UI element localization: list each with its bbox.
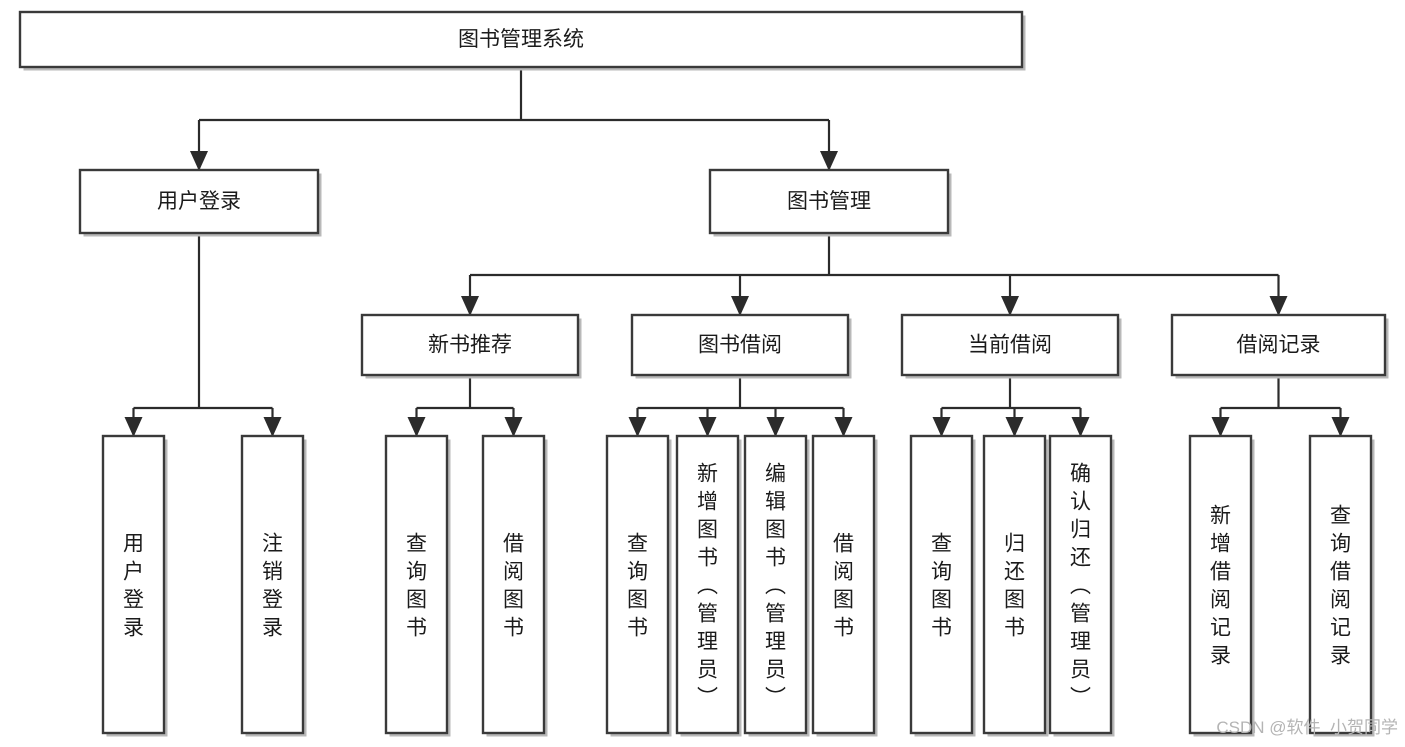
node-label: 新增借阅记录 (1210, 505, 1231, 668)
node-submodule-图书借阅[interactable]: 图书借阅 (630, 313, 852, 379)
node-rect[interactable] (982, 434, 1047, 735)
node-rect[interactable] (384, 434, 449, 735)
node-function-新增借阅记录[interactable]: 新增借阅记录 (1188, 434, 1255, 737)
node-rect[interactable] (811, 434, 876, 735)
arrow-head-查询图书 (407, 417, 426, 437)
arrow-head-新增借阅记录 (1211, 417, 1230, 437)
node-rect[interactable] (909, 434, 974, 735)
node-rect[interactable] (900, 313, 1120, 377)
node-rect[interactable] (1188, 434, 1253, 735)
arrow-head-新书推荐 (461, 296, 479, 316)
node-submodule-当前借阅[interactable]: 当前借阅 (900, 313, 1122, 379)
arrow-head-查询图书 (932, 417, 951, 437)
node-label: 借阅图书 (503, 533, 524, 640)
node-label: 新增图书︵管理员︶ (697, 463, 718, 710)
node-function-注销登录[interactable]: 注销登录 (240, 434, 307, 737)
arrow-head-新增图书管理员 (698, 417, 717, 437)
node-function-查询借阅记录[interactable]: 查询借阅记录 (1308, 434, 1375, 737)
arrow-head-查询借阅记录 (1331, 417, 1350, 437)
node-label: 图书借阅 (698, 334, 782, 357)
node-rect[interactable] (78, 168, 320, 235)
node-label: 注销登录 (262, 533, 283, 640)
node-rect[interactable] (1308, 434, 1373, 735)
node-module-用户登录[interactable]: 用户登录 (78, 168, 322, 237)
node-label: 图书管理 (787, 190, 871, 213)
arrow-head-图书管理 (820, 151, 838, 171)
node-function-借阅图书[interactable]: 借阅图书 (811, 434, 878, 737)
node-function-查询图书[interactable]: 查询图书 (605, 434, 672, 737)
node-label: 归还图书 (1004, 533, 1025, 640)
node-label: 当前借阅 (968, 334, 1052, 357)
arrow-head-借阅图书 (834, 417, 853, 437)
arrow-head-查询图书 (628, 417, 647, 437)
node-label: 借阅图书 (833, 533, 854, 640)
node-rect[interactable] (675, 434, 740, 735)
node-function-编辑图书管理员[interactable]: 编辑图书︵管理员︶ (743, 434, 810, 737)
arrow-head-用户登录 (190, 151, 208, 171)
node-function-查询图书[interactable]: 查询图书 (384, 434, 451, 737)
node-rect[interactable] (1170, 313, 1387, 377)
node-function-借阅图书[interactable]: 借阅图书 (481, 434, 548, 737)
node-rect[interactable] (630, 313, 850, 377)
arrow-head-借阅图书 (504, 417, 523, 437)
node-label: 用户登录 (157, 190, 241, 213)
node-submodule-借阅记录[interactable]: 借阅记录 (1170, 313, 1389, 379)
arrow-head-归还图书 (1005, 417, 1024, 437)
arrow-head-借阅记录 (1269, 296, 1288, 316)
node-module-图书管理[interactable]: 图书管理 (708, 168, 952, 237)
node-layer: 图书管理系统用户登录图书管理新书推荐图书借阅当前借阅借阅记录用户登录注销登录查询… (18, 10, 1389, 737)
node-rect[interactable] (481, 434, 546, 735)
arrow-head-确认归还管理员 (1071, 417, 1090, 437)
node-rect[interactable] (1048, 434, 1113, 735)
node-label: 查询图书 (627, 533, 648, 640)
node-root-图书管理系统[interactable]: 图书管理系统 (18, 10, 1026, 71)
arrow-head-当前借阅 (1001, 296, 1019, 316)
node-rect[interactable] (240, 434, 305, 735)
node-function-确认归还管理员[interactable]: 确认归还︵管理员︶ (1048, 434, 1115, 737)
node-function-归还图书[interactable]: 归还图书 (982, 434, 1049, 737)
node-rect[interactable] (605, 434, 670, 735)
node-function-用户登录[interactable]: 用户登录 (101, 434, 168, 737)
node-rect[interactable] (743, 434, 808, 735)
node-label: 查询借阅记录 (1330, 505, 1351, 668)
node-label: 图书管理系统 (458, 28, 584, 51)
csdn-watermark: CSDN @软件_小贺同学 (1216, 718, 1398, 737)
node-rect[interactable] (360, 313, 580, 377)
node-label: 查询图书 (406, 533, 427, 640)
node-label: 借阅记录 (1237, 334, 1321, 357)
node-label: 编辑图书︵管理员︶ (765, 463, 786, 710)
arrow-head-图书借阅 (731, 296, 749, 316)
node-rect[interactable] (101, 434, 166, 735)
arrow-head-编辑图书管理员 (766, 417, 785, 437)
node-submodule-新书推荐[interactable]: 新书推荐 (360, 313, 582, 379)
node-rect[interactable] (18, 10, 1024, 69)
node-label: 查询图书 (931, 533, 952, 640)
arrow-head-用户登录 (124, 417, 143, 437)
node-label: 确认归还︵管理员︶ (1070, 463, 1091, 710)
node-rect[interactable] (708, 168, 950, 235)
node-function-查询图书[interactable]: 查询图书 (909, 434, 976, 737)
node-function-新增图书管理员[interactable]: 新增图书︵管理员︶ (675, 434, 742, 737)
arrow-head-注销登录 (263, 417, 282, 437)
node-label: 用户登录 (123, 533, 144, 640)
node-label: 新书推荐 (428, 334, 512, 357)
connector-layer (124, 67, 1350, 437)
